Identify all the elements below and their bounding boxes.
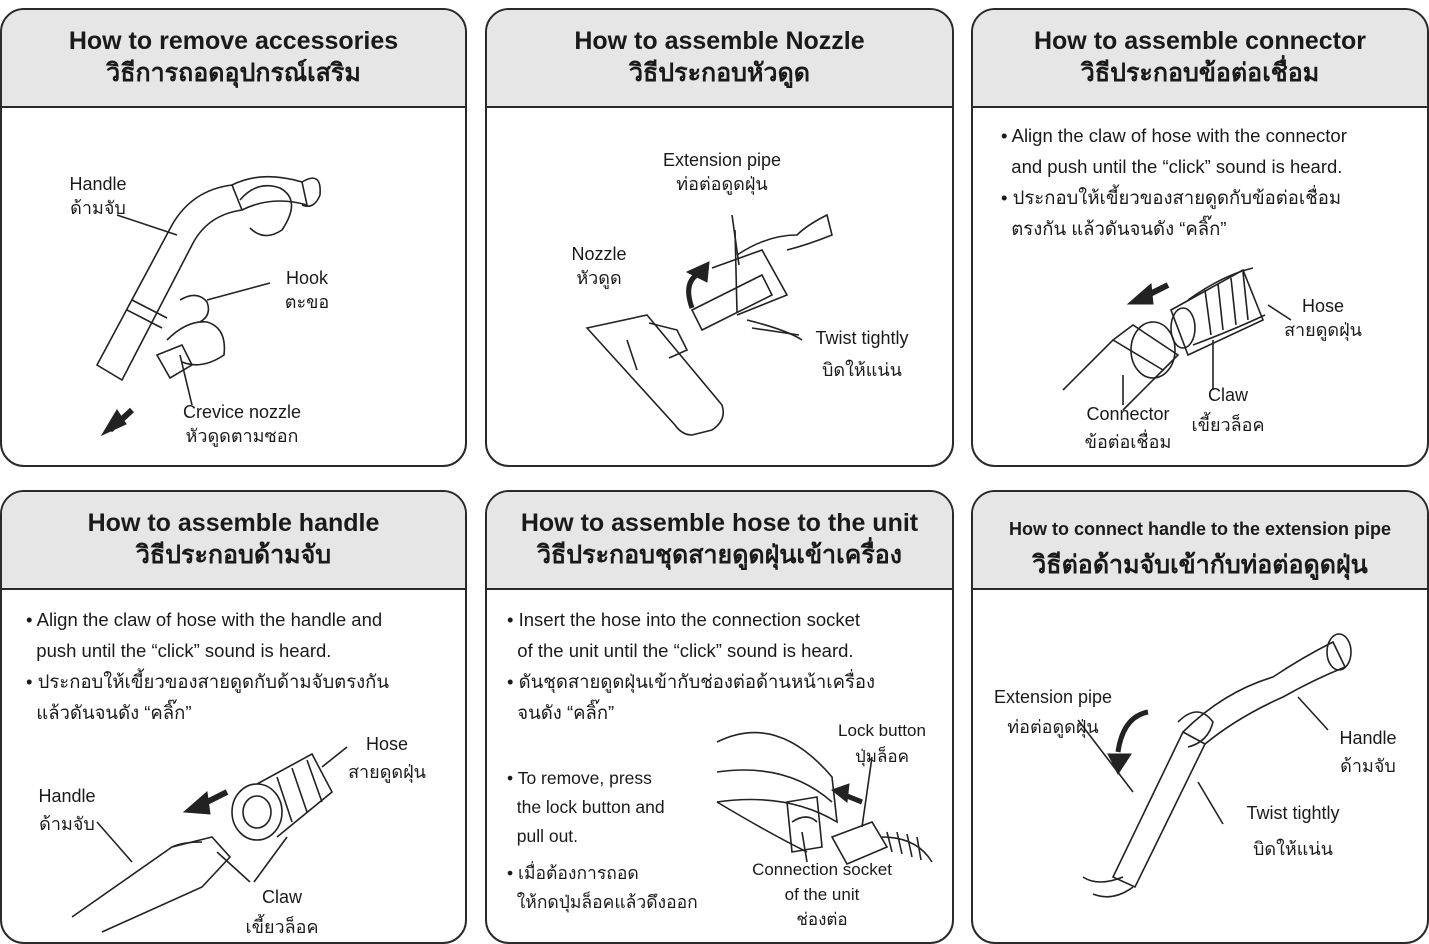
label-hose-en: Hose [1302,296,1344,316]
label-claw-en: Claw [1208,385,1248,405]
label-hose-th: สายดูดฝุ่น [348,762,426,782]
label-pipe-th: ท่อต่อดูดฝุ่น [1007,717,1098,737]
label-nozzle-en: Nozzle [571,244,626,264]
label-hook-th: ตะขอ [285,292,329,312]
panel-remove-accessories: How to remove accessories วิธีการถอดอุปก… [0,8,467,467]
label-socket-th: ช่องต่อ [796,910,847,929]
label-handle-en: Handle [1339,728,1396,748]
label-handle-en: Handle [69,174,126,194]
nozzle-illustration [487,10,952,465]
panel-assemble-connector: How to assemble connector วิธีประกอบข้อต… [971,8,1429,467]
label-lock-th: ปุ่มล็อค [855,747,909,766]
label-socket-en-2: of the unit [785,885,860,904]
label-hose-en: Hose [366,734,408,754]
panel-assemble-handle: How to assemble handle วิธีประกอบด้ามจับ… [0,490,467,944]
label-connector-th: ข้อต่อเชื่อม [1085,432,1172,452]
label-claw-en: Claw [262,887,302,907]
label-hook-en: Hook [286,268,328,288]
panel-connect-handle-pipe: How to connect handle to the extension p… [971,490,1429,944]
handle-illustration [2,492,465,942]
panel-assemble-nozzle: How to assemble Nozzle วิธีประกอบหัวดูด … [485,8,954,467]
label-handle-th: ด้ามจับ [70,198,126,218]
label-pipe-en: Extension pipe [663,150,781,170]
remove-accessories-illustration [2,10,465,465]
label-twist-th: บิดให้แน่น [822,360,902,380]
label-crevice-en: Crevice nozzle [183,402,301,422]
label-handle-th: ด้ามจับ [1340,756,1396,776]
panel-assemble-hose-unit: How to assemble hose to the unit วิธีประ… [485,490,954,944]
label-socket-en-1: Connection socket [752,860,892,879]
label-twist-en: Twist tightly [1246,803,1339,823]
label-pipe-en: Extension pipe [994,687,1112,707]
label-claw-th: เขี้ยวล็อค [1192,415,1265,435]
label-twist-th: บิดให้แน่น [1253,839,1333,859]
label-hose-th: สายดูดฝุ่น [1284,320,1362,340]
label-twist-en: Twist tightly [815,328,908,348]
label-claw-th: เขี้ยวล็อค [246,917,319,937]
label-handle-en: Handle [38,786,95,806]
label-pipe-th: ท่อต่อดูดฝุ่น [676,174,767,194]
label-lock-en: Lock button [838,721,926,740]
label-nozzle-th: หัวดูด [576,268,621,288]
label-crevice-th: หัวดูดตามซอก [186,426,299,446]
label-handle-th: ด้ามจับ [39,814,95,834]
label-connector-en: Connector [1086,404,1169,424]
